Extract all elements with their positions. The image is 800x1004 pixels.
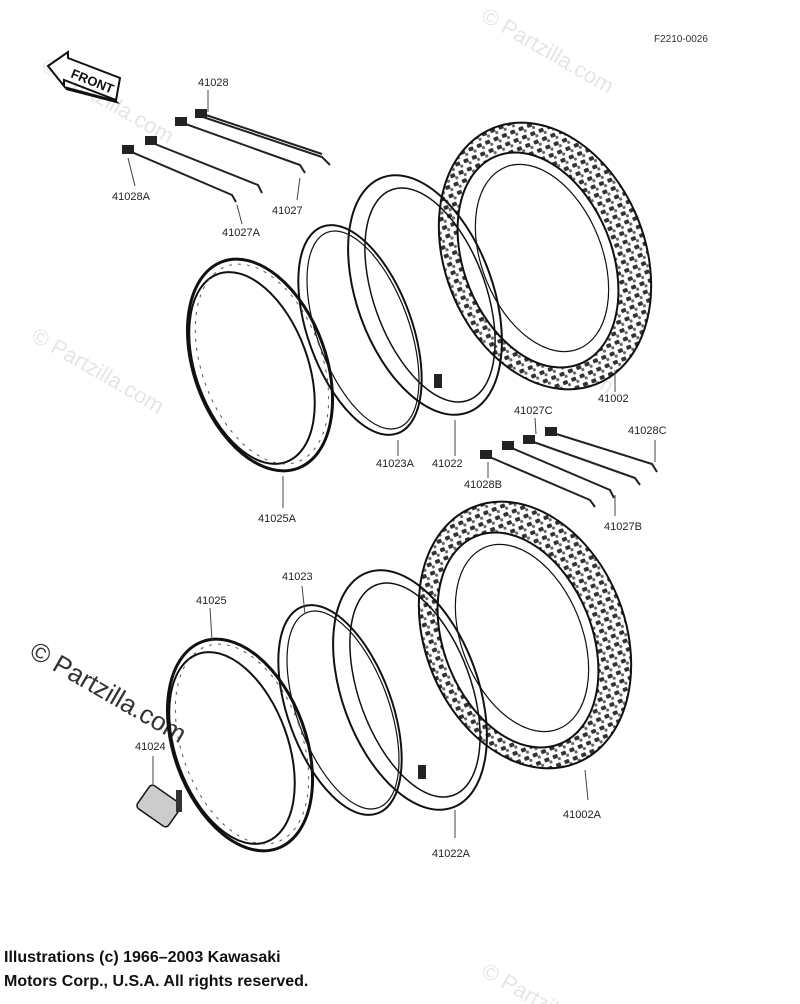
spoke-set-middle	[480, 427, 658, 508]
drawing-code: F2210-0026	[654, 34, 708, 45]
part-label-41022A: 41022A	[432, 848, 471, 860]
watermark-text: © Partzilla.com	[28, 323, 169, 419]
part-label-41025: 41025	[196, 595, 227, 607]
part-label-41023A: 41023A	[376, 458, 415, 470]
part-label-41025A: 41025A	[258, 513, 297, 525]
part-label-41027: 41027	[272, 205, 303, 217]
rim-band-lower	[277, 604, 403, 816]
part-label-41028: 41028	[198, 77, 229, 89]
rim-lower	[165, 637, 315, 853]
part-label-41027B: 41027B	[604, 521, 642, 533]
part-label-41022: 41022	[432, 458, 463, 470]
watermark-text: © Partzilla.com	[478, 958, 619, 1004]
tire-lower	[417, 500, 633, 770]
part-label-41028C: 41028C	[628, 425, 667, 437]
part-label-41002: 41002	[598, 393, 629, 405]
tire-upper	[437, 121, 653, 391]
copyright-line-2: Motors Corp., U.S.A. All rights reserved…	[4, 973, 309, 990]
watermark-text: © Partzilla.com	[25, 635, 192, 749]
part-label-41023: 41023	[282, 571, 313, 583]
watermark-text: © Partzilla.com	[478, 3, 619, 99]
rim-band-upper	[297, 224, 423, 436]
rim-lock-icon	[136, 784, 182, 828]
part-label-41027C: 41027C	[514, 405, 553, 417]
rim-upper	[185, 257, 335, 473]
part-label-41027A: 41027A	[222, 227, 261, 239]
tube-upper	[347, 174, 503, 416]
part-label-41002A: 41002A	[563, 809, 602, 821]
part-label-41028A: 41028A	[112, 191, 151, 203]
part-label-41028B: 41028B	[464, 479, 502, 491]
copyright-line-1: Illustrations (c) 1966–2003 Kawasaki	[4, 949, 281, 966]
part-labels: 41028 41028A 41027 41027A 41002 41027C 4…	[112, 77, 667, 860]
part-label-41024: 41024	[135, 741, 166, 753]
copyright-notice: Illustrations (c) 1966–2003 Kawasaki Mot…	[4, 946, 424, 994]
tube-lower	[332, 569, 488, 811]
spoke-set-upper	[122, 109, 331, 203]
